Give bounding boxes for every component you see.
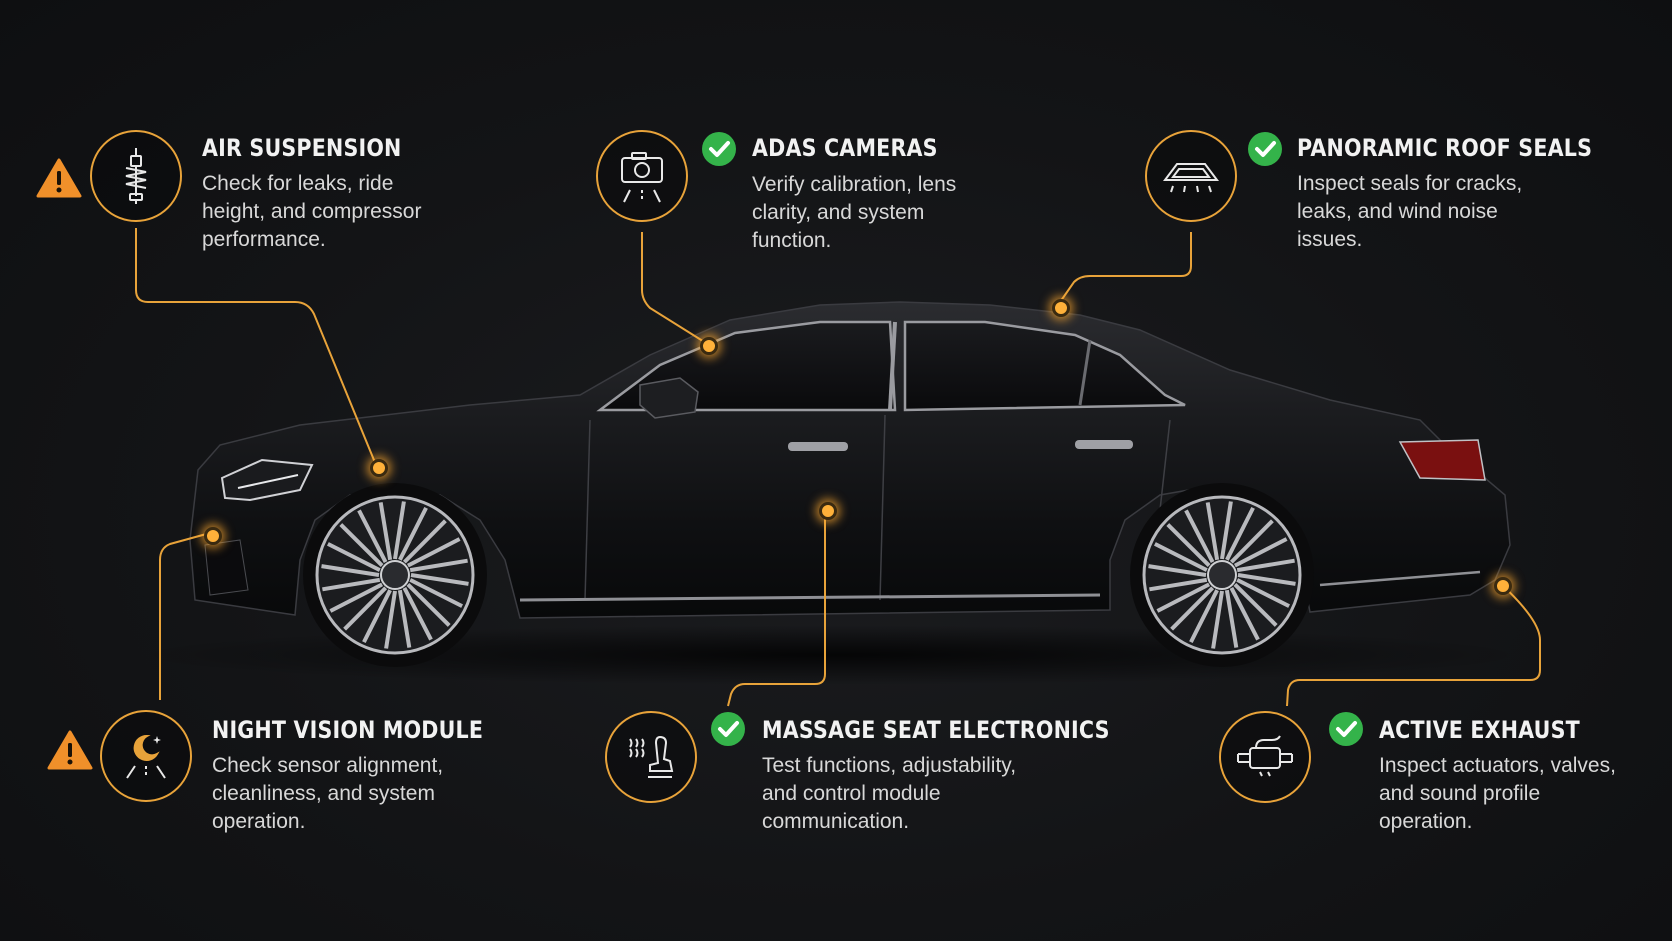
callout-title: PANORAMIC ROOF SEALS: [1297, 134, 1593, 162]
wheel-spoke: [322, 577, 381, 592]
wheel-spoke: [410, 573, 469, 586]
wheel-spoke: [393, 501, 406, 560]
wheel-spoke: [398, 506, 428, 561]
wheel-spoke: [1236, 558, 1295, 573]
leader-line-adas-cameras: [641, 232, 707, 344]
wheel-spoke: [1224, 589, 1239, 648]
wheel-spoke: [1149, 577, 1208, 592]
check-icon: [1329, 712, 1363, 746]
roof-icon: [1145, 130, 1237, 222]
wheel-spoke: [1205, 502, 1220, 561]
camera-icon: [596, 130, 688, 222]
wheel-spoke: [384, 590, 397, 649]
warning-icon: [36, 158, 82, 198]
car-taillight: [1398, 439, 1486, 481]
wheel-spoke: [1170, 586, 1215, 631]
callout-description: Inspect actuators, valves, and sound pro…: [1379, 754, 1616, 833]
wheel-spoke: [1153, 542, 1208, 572]
wheel-spoke: [1233, 537, 1288, 568]
wheel-spoke: [1236, 578, 1291, 608]
wheel-spoke: [343, 586, 388, 631]
callout-title: MASSAGE SEAT ELECTRONICS: [762, 716, 1110, 744]
warning-icon: [47, 730, 93, 770]
car-headlight: [220, 458, 314, 502]
wheel-spoke: [326, 542, 381, 572]
car-window-rear: [903, 320, 1186, 412]
door-handle-front: [788, 442, 848, 451]
check-icon: [711, 712, 745, 746]
hotspot-air-suspension[interactable]: [370, 459, 388, 477]
check-icon: [1248, 132, 1282, 166]
front-wheel: [303, 483, 487, 667]
door-handle-rear: [1075, 440, 1133, 449]
leader-line-panoramic-roof-seals: [1057, 232, 1192, 306]
wheel-spoke: [362, 589, 392, 644]
wheel-spoke: [1220, 501, 1233, 560]
wheel-spoke: [1166, 523, 1211, 568]
wheel-spoke: [357, 509, 388, 564]
moon-icon: [100, 710, 192, 802]
leader-line-air-suspension: [135, 228, 377, 466]
wheel-spoke: [1229, 519, 1274, 564]
hotspot-night-vision-module[interactable]: [204, 527, 222, 545]
wheel-spoke: [402, 519, 447, 564]
callout-title: NIGHT VISION MODULE: [212, 716, 484, 744]
wheel-spoke: [1189, 589, 1219, 644]
wheel-spoke: [1148, 564, 1207, 577]
wheel-spoke: [1211, 590, 1224, 649]
wheel-spoke: [1184, 509, 1215, 564]
callout-description: Inspect seals for cracks, leaks, and win…: [1297, 172, 1523, 251]
wheel-spoke: [339, 523, 384, 568]
callout-description: Verify calibration, lens clarity, and sy…: [752, 173, 957, 252]
callout-title: ADAS CAMERAS: [752, 134, 938, 162]
leader-line-active-exhaust: [1286, 582, 1541, 707]
wheel-spoke: [1156, 582, 1211, 613]
wheel-spoke: [1237, 573, 1296, 586]
leader-line-night-vision-module: [159, 532, 211, 700]
wheel-spoke: [406, 582, 451, 627]
callout-description: Check sensor alignment, cleanliness, and…: [212, 754, 444, 833]
wheel-spoke: [321, 564, 380, 577]
hotspot-adas-cameras[interactable]: [700, 337, 718, 355]
hotspot-active-exhaust[interactable]: [1494, 577, 1512, 595]
callout-title: ACTIVE EXHAUST: [1379, 716, 1580, 744]
hotspot-panoramic-roof-seals[interactable]: [1052, 299, 1070, 317]
seat-icon: [605, 711, 697, 803]
car-mirror: [639, 377, 699, 419]
wheel-spoke: [1225, 506, 1255, 561]
wheel-spoke: [402, 586, 433, 641]
wheel-spoke: [397, 589, 412, 648]
callout-description: Test functions, adjustability, and contr…: [762, 754, 1017, 833]
wheel-spoke: [409, 558, 468, 573]
callout-title: AIR SUSPENSION: [202, 134, 402, 162]
wheel-spoke: [409, 578, 464, 608]
wheel-spoke: [329, 582, 384, 613]
leader-line-massage-seat-electronics: [727, 508, 826, 707]
wheel-spoke: [378, 502, 393, 561]
check-icon: [702, 132, 736, 166]
hotspot-massage-seat-electronics[interactable]: [819, 502, 837, 520]
wheel-spoke: [1233, 582, 1278, 627]
rear-wheel: [1130, 483, 1314, 667]
wheel-spoke: [1229, 586, 1260, 641]
callout-description: Check for leaks, ride height, and compre…: [202, 172, 422, 251]
shock-absorber-icon: [90, 130, 182, 222]
wheel-spoke: [406, 537, 461, 568]
exhaust-icon: [1219, 711, 1311, 803]
